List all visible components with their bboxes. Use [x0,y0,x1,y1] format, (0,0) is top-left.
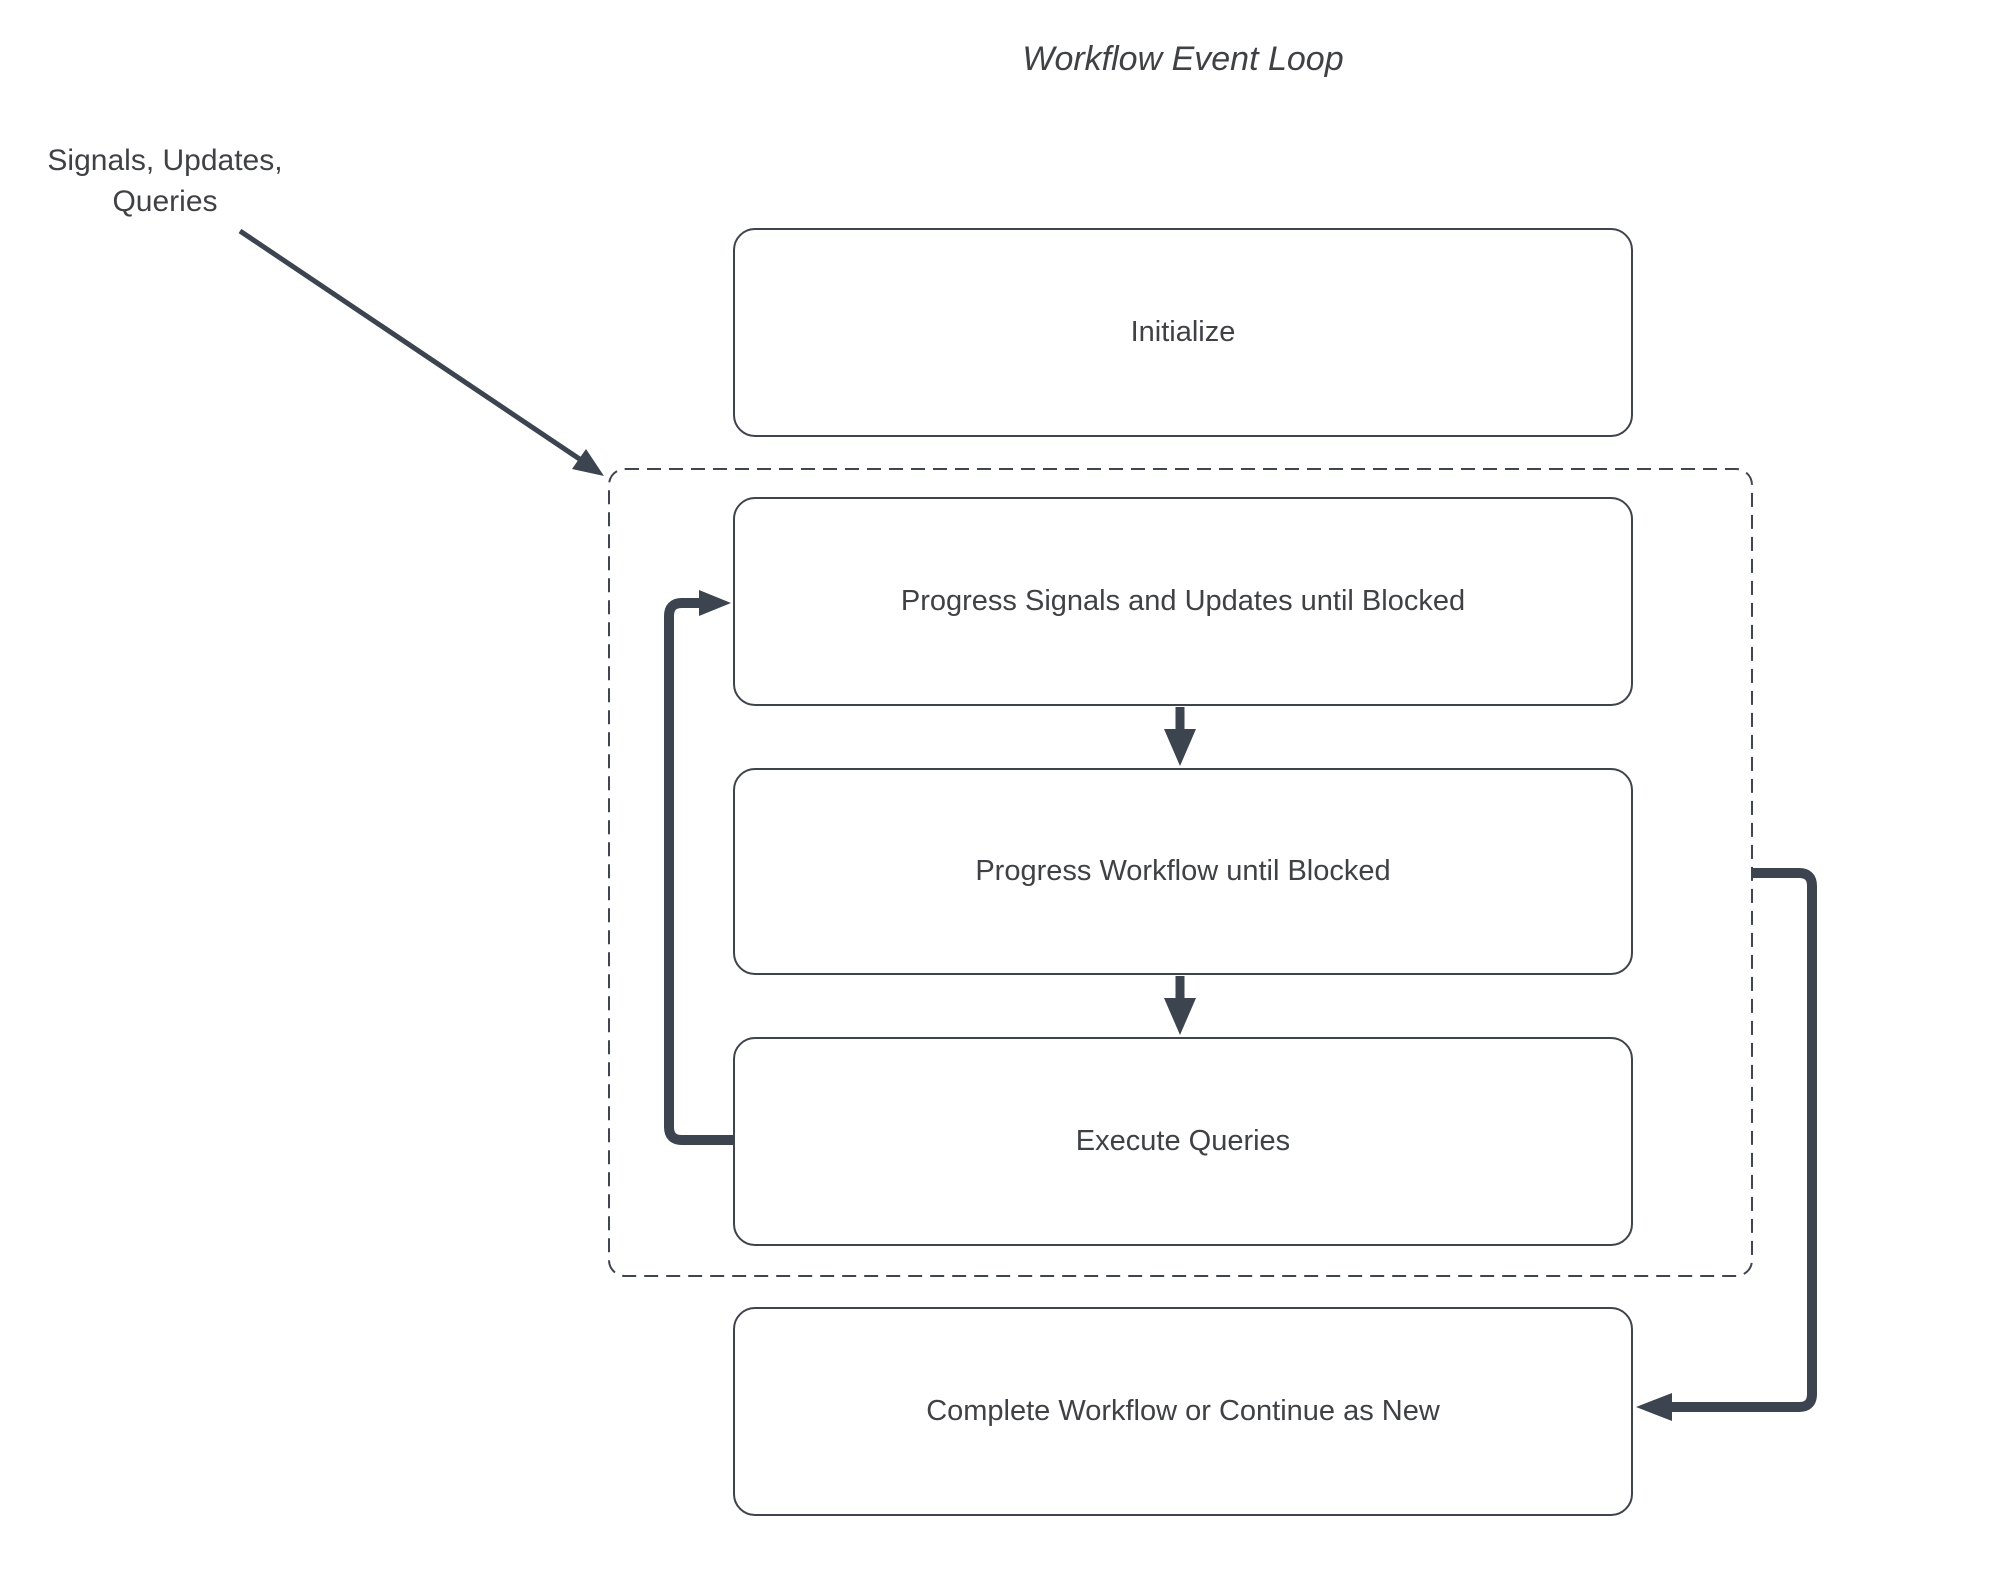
node-progress-signals: Progress Signals and Updates until Block… [733,497,1633,706]
input-events-arrow [238,228,604,476]
node-initialize-label: Initialize [1130,316,1236,348]
loop-back-connector [664,590,733,1145]
node-execute-queries: Execute Queries [733,1037,1633,1246]
node-progress-signals-label: Progress Signals and Updates until Block… [900,585,1466,617]
diagram-title: Workflow Event Loop [1022,40,1344,78]
node-progress-workflow: Progress Workflow until Blocked [733,768,1633,975]
flow-arrow-signals-to-workflow [1164,707,1196,766]
node-complete-workflow: Complete Workflow or Continue as New [733,1307,1633,1516]
continue-connector [1636,868,1817,1421]
node-progress-workflow-label: Progress Workflow until Blocked [975,855,1391,887]
node-execute-queries-label: Execute Queries [1075,1125,1291,1157]
input-events-label: Signals, Updates, Queries [47,144,283,218]
flow-arrow-workflow-to-queries [1164,976,1196,1035]
node-complete-workflow-label: Complete Workflow or Continue as New [926,1395,1440,1427]
node-initialize: Initialize [733,228,1633,437]
